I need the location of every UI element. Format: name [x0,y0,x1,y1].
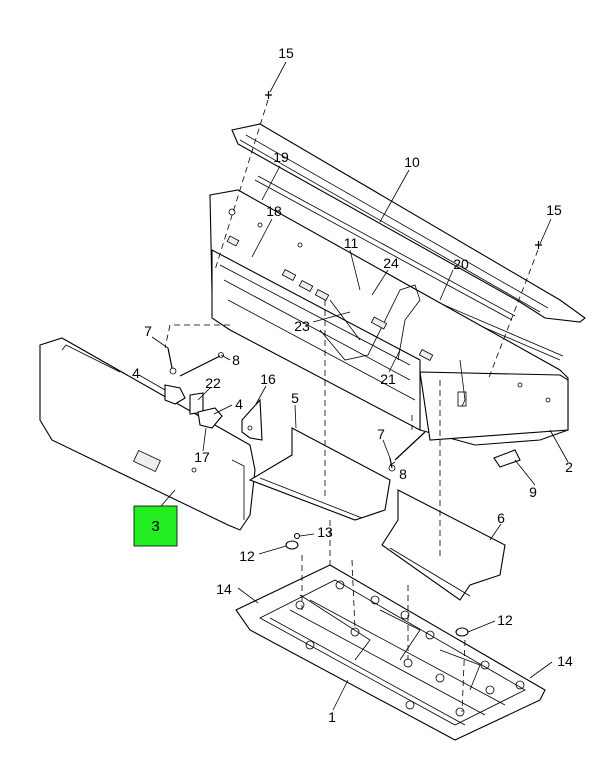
callout-10: 10 [404,154,420,170]
assembly-dash-lines [164,99,539,713]
callout-3: 3 [151,518,159,535]
part-12-clip-left [285,540,299,550]
callout-12: 12 [497,612,513,628]
callout-16: 16 [260,371,276,387]
callout-24: 24 [383,255,399,271]
callout-8: 8 [399,466,407,482]
callout-14: 14 [216,581,232,597]
callout-4: 4 [235,396,243,412]
callout-4: 4 [132,365,140,381]
part-4-latch-upper [164,384,186,405]
callout-22: 22 [205,375,221,391]
part-2-panel-frame [209,189,569,446]
callout-21: 21 [380,371,396,387]
callout-9: 9 [529,484,537,500]
tray-fastener-holes [295,580,525,717]
callout-12: 12 [239,548,255,564]
callout-18: 18 [266,203,282,219]
callout-2: 2 [565,459,573,475]
part-6-lower-panel [381,489,506,601]
part-3-glove-box-door [39,337,256,531]
part-5-lower-panel [248,427,391,521]
callout-5: 5 [291,390,299,406]
part-4-latch-lower [197,407,223,429]
callout-17: 17 [194,449,210,465]
part-3-highlight[interactable]: 3 [133,505,178,547]
part-13-screw [293,532,301,540]
part-15-fastener-right [535,241,542,249]
callout-15: 15 [546,202,562,218]
part-19-strip [254,175,516,321]
callout-23: 23 [294,318,310,334]
part-7-strut-left [167,347,177,375]
highlight-box [133,505,178,547]
callout-labels: 15 10 19 18 15 11 24 20 23 7 8 21 4 22 1… [132,45,573,725]
callout-6: 6 [497,510,505,526]
callout-14: 14 [557,653,573,669]
part-10-top-trim [231,123,586,323]
callout-7: 7 [377,426,385,442]
part-7-strut-right [388,457,396,472]
part-12-clip-right [455,627,469,637]
part-8-rod-right [394,431,426,461]
part-15-fastener-left [265,91,272,99]
part-1-floor-tray [235,564,546,741]
part-16-hinge-bracket [241,398,263,441]
callout-15: 15 [278,45,294,61]
leader-lines [138,61,569,711]
part-8-rod-left [179,352,224,377]
callout-7: 7 [144,323,152,339]
callout-1: 1 [328,709,336,725]
callout-19: 19 [273,149,289,165]
callout-11: 11 [344,235,359,251]
part-9-clip [493,449,521,468]
callout-20: 20 [453,256,469,272]
callout-8: 8 [232,352,240,368]
callout-13: 13 [317,524,333,540]
